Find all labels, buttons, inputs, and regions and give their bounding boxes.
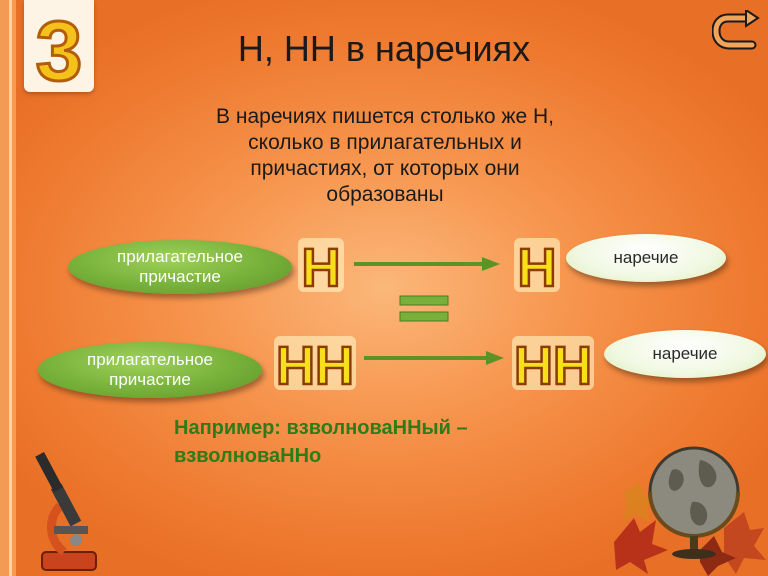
lesson-number-logo: 3 (24, 0, 94, 92)
example-text: Например: взволноваННый – взволноваННо (174, 417, 468, 467)
source-pill-row2-label: прилагательное причастие (87, 350, 213, 389)
target-pill-row1: наречие (566, 234, 726, 282)
svg-text:НН: НН (514, 336, 592, 392)
target-pill-row1-label: наречие (613, 248, 679, 267)
svg-text:НН: НН (276, 336, 354, 392)
back-arrow-icon (711, 8, 760, 50)
rule-text: В наречиях пишется столько же Н, сколько… (216, 105, 554, 206)
autumn-leaves-icon (614, 482, 766, 576)
back-button[interactable] (711, 8, 760, 54)
letters-nn-target-row2: НН (512, 335, 594, 392)
letters-nn-source-row2: НН (274, 335, 356, 392)
source-pill-row1-label: прилагательное причастие (117, 247, 243, 286)
target-pill-row2-label: наречие (652, 344, 718, 363)
microscope-icon (35, 451, 97, 571)
logo-digit: 3 (36, 4, 83, 92)
source-pill-row1: прилагательное причастие (68, 240, 292, 294)
arrow-row2 (364, 351, 504, 365)
letter-n-target-row1: Н (514, 237, 560, 294)
left-stripe-line (9, 0, 12, 576)
globe-icon (648, 446, 740, 559)
equals-sign-icon (399, 295, 449, 322)
letter-n-source-row1: Н (298, 237, 344, 294)
source-pill-row2: прилагательное причастие (38, 342, 262, 398)
page-title: Н, НН в наречиях (237, 28, 531, 69)
arrow-row1 (354, 257, 500, 271)
left-stripe (0, 0, 16, 576)
target-pill-row2: наречие (604, 330, 766, 378)
svg-text:Н: Н (302, 238, 341, 294)
svg-text:Н: Н (518, 238, 557, 294)
